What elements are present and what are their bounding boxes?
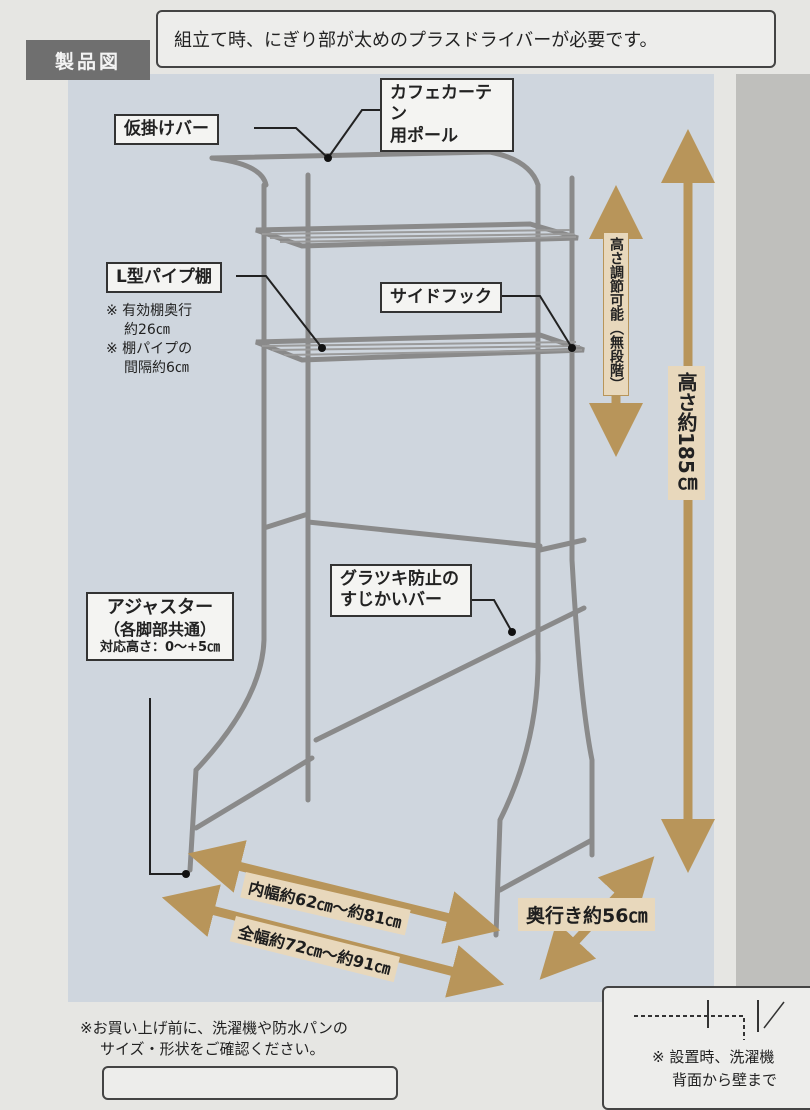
purchase-note-line2: サイズ・形状をご確認ください。: [100, 1040, 325, 1058]
purchase-note-line1: ※お買い上げ前に、洗濯機や防水パンの: [80, 1019, 348, 1037]
purchase-note: ※お買い上げ前に、洗濯機や防水パンの サイズ・形状をご確認ください。: [80, 1018, 348, 1060]
label-l-shelf: L型パイプ棚: [106, 262, 222, 294]
installation-sketch: [634, 1000, 785, 1040]
label-cafe-curtain-line1: カフェカーテン: [390, 83, 492, 125]
label-anti-wobble-line1: グラツキ防止の: [340, 569, 459, 589]
brace-bar: [313, 605, 587, 743]
assembly-note-text: 組立て時、にぎり部が太めのプラスドライバーが必要です。: [174, 30, 658, 51]
bottom-box-left: [102, 1066, 398, 1100]
label-adjuster-line2: （各脚部共通）: [103, 619, 216, 639]
right-background-strip: [736, 74, 810, 1080]
back-right-leg: [569, 175, 595, 858]
shelf-depth-note: ※ 有効棚奥行: [106, 303, 193, 319]
pipe-gap-value: 間隔約6㎝: [124, 359, 189, 376]
shelf-depth-value: 約26㎝: [124, 321, 170, 338]
label-cafe-curtain-pole: カフェカーテン 用ポール: [380, 78, 514, 152]
front-right-leg: [493, 182, 541, 938]
assembly-note: 組立て時、にぎり部が太めのプラスドライバーが必要です。: [156, 10, 776, 68]
label-side-hook: サイドフック: [380, 282, 502, 314]
label-anti-wobble-line2: すじかいバー: [340, 590, 442, 611]
pipe-gap-note: ※ 棚パイプの: [106, 340, 193, 357]
product-diagram-tag: 製品図: [26, 40, 150, 80]
middle-bar-right: [537, 537, 587, 553]
height-label: 高さ約185㎝: [668, 366, 705, 500]
installation-note-line1: ※ 設置時、洗濯機: [652, 1048, 775, 1066]
height-adjust-label: 高さ調節可能（無段階）: [603, 232, 629, 396]
bottom-rail-right: [497, 837, 595, 893]
label-adjuster-line1: アジャスター: [106, 597, 214, 618]
rack-frame: [187, 149, 595, 938]
label-temporary-bar: 仮掛けバー: [114, 114, 219, 146]
label-cafe-curtain-line2: 用ポール: [390, 125, 458, 146]
middle-bar-front: [261, 511, 311, 531]
label-adjuster-line3: 対応高さ：0～+5㎝: [100, 639, 220, 655]
depth-label: 奥行き約56㎝: [518, 898, 656, 931]
bottom-rail-left: [193, 755, 315, 831]
leader-dots: [182, 154, 576, 878]
temporary-bar-shape: [209, 149, 541, 188]
label-adjuster: アジャスター （各脚部共通） 対応高さ：0～+5㎝: [86, 592, 234, 661]
shelf-notes: ※ 有効棚奥行 約26㎝ ※ 棚パイプの 間隔約6㎝: [106, 302, 192, 378]
top-bar-back: [209, 155, 269, 188]
shelf-upper: [255, 221, 579, 249]
front-left-leg: [187, 182, 267, 873]
rack-diagram: [149, 109, 715, 998]
leader-lines: [149, 109, 573, 875]
label-anti-wobble-bar: グラツキ防止の すじかいバー: [330, 564, 472, 617]
installation-note: ※ 設置時、洗濯機 背面から壁まで: [652, 1046, 777, 1091]
middle-bar: [305, 519, 543, 549]
